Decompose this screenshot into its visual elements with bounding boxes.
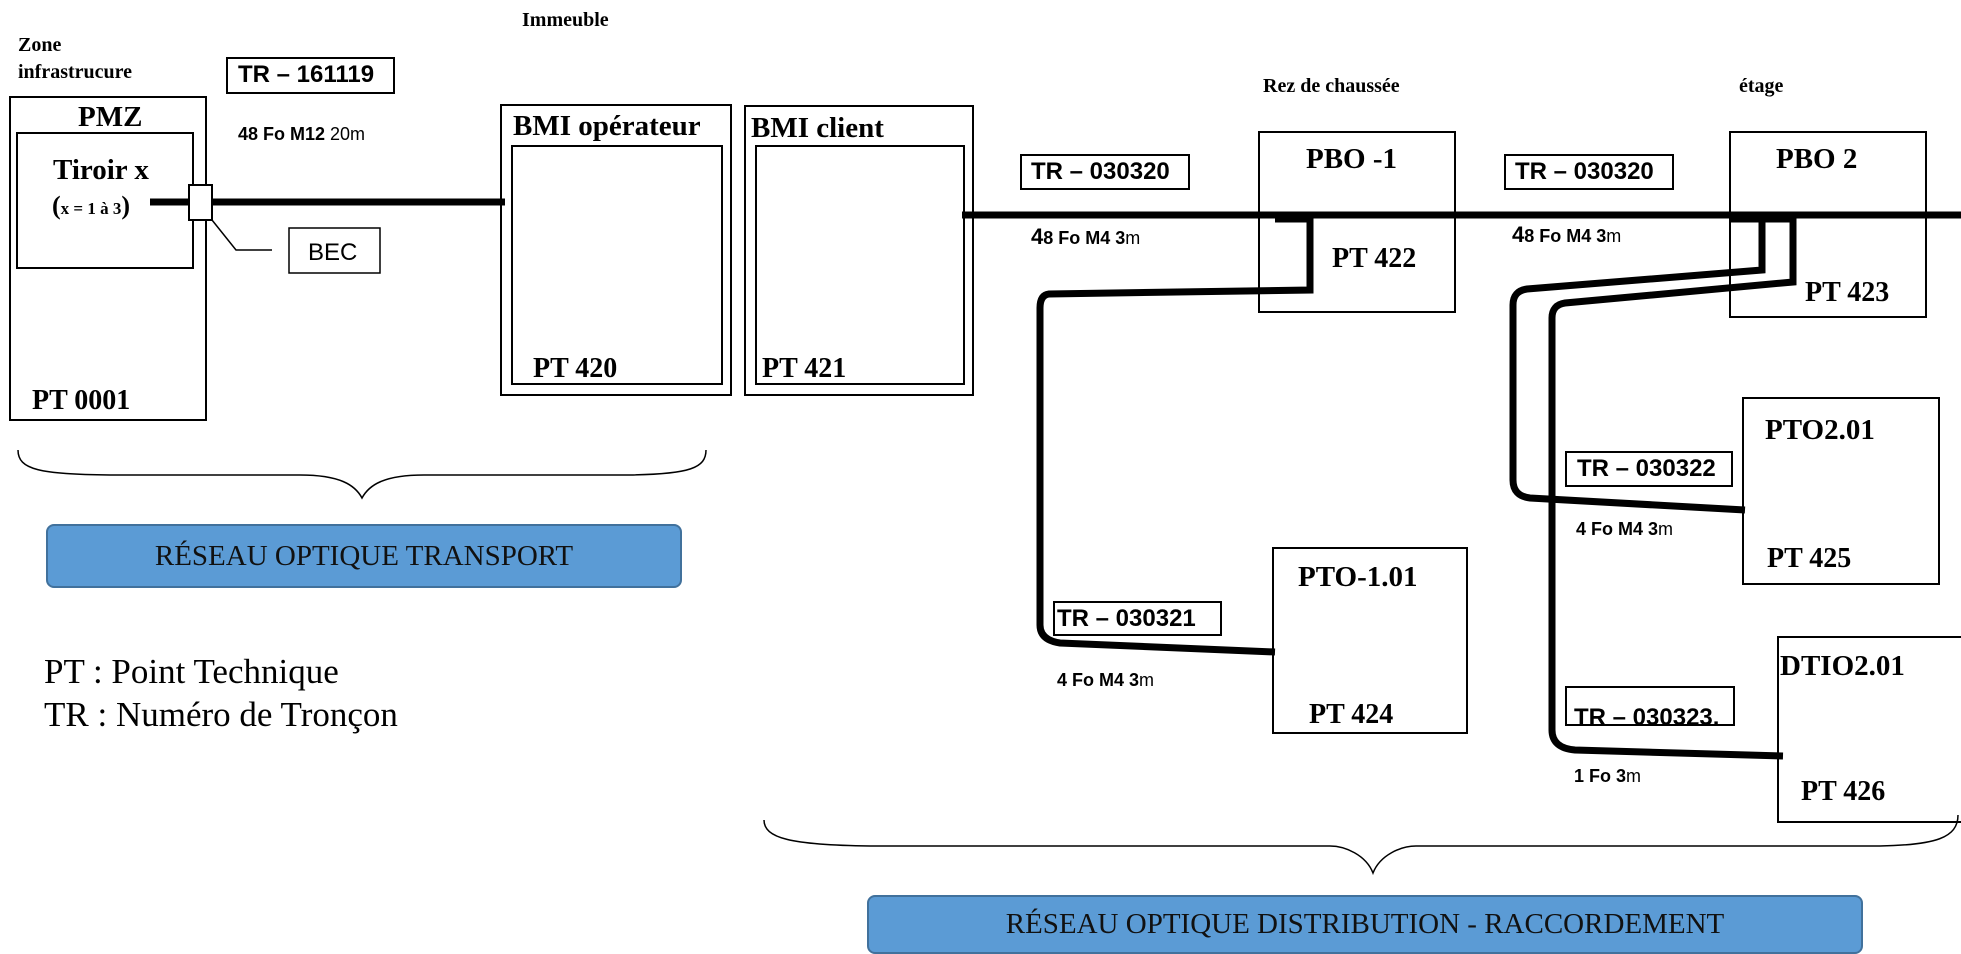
pto101-box[interactable] (1272, 547, 1468, 734)
tr-030320a-box (1020, 154, 1190, 190)
pmz-connector[interactable] (188, 184, 213, 221)
bmi-client-box[interactable] (744, 105, 974, 396)
distribution-banner[interactable]: RÉSEAU OPTIQUE DISTRIBUTION - RACCORDEME… (867, 895, 1863, 954)
tr-030322-spec: 4 Fo M4 3m (1576, 519, 1674, 539)
dtio201-box[interactable] (1777, 636, 1961, 823)
pbo1-pt: PT 422 (1332, 243, 1417, 274)
zone-label-line2: infrastrucure (18, 61, 133, 83)
bmi-operateur-box[interactable] (500, 104, 732, 396)
tr-030321-box (1053, 601, 1222, 636)
pto101-pt: PT 424 (1309, 699, 1394, 730)
tr-030320b-spec: 48 Fo M4 3m (1512, 222, 1622, 247)
tr-161119-box (226, 57, 395, 94)
pbo1-title: PBO -1 (1306, 143, 1398, 175)
tr-030321-spec: 4 Fo M4 3m (1057, 670, 1155, 690)
tr-030322-box (1565, 451, 1733, 487)
tr-030321-label: TR – 030321 (1057, 605, 1196, 632)
pbo1-box[interactable] (1258, 131, 1456, 313)
tiroir-note: (x = 1 à 3) (52, 191, 131, 220)
dtio201-pt: PT 426 (1801, 776, 1886, 807)
tr-030320a-label: TR – 030320 (1031, 158, 1170, 185)
tr-030320b-label: TR – 030320 (1515, 158, 1654, 185)
pto101-title: PTO-1.01 (1298, 561, 1418, 593)
distribution-brace (763, 814, 1959, 876)
bec-box[interactable] (288, 227, 381, 274)
tr-161119-spec: 48 Fo M12 20m (238, 124, 366, 144)
bec-label: BEC (308, 239, 358, 266)
dtio201-title: DTIO2.01 (1780, 650, 1905, 682)
tr-030323-box (1565, 686, 1735, 726)
rez-label: Rez de chaussée (1263, 75, 1400, 97)
bmi-operateur-title: BMI opérateur (513, 110, 701, 142)
pbo2-pt: PT 423 (1805, 277, 1890, 308)
etage-label: étage (1739, 75, 1784, 97)
pbo2-title: PBO 2 (1776, 143, 1858, 175)
immeuble-label: Immeuble (522, 9, 609, 31)
bmi-operateur-pt: PT 420 (533, 353, 618, 384)
pmz-title: PMZ (78, 101, 143, 133)
bmi-operateur-inner-box (511, 145, 723, 385)
tr-161119-label: TR – 161119 (238, 61, 375, 88)
pto201-box[interactable] (1742, 397, 1940, 585)
pto201-pt: PT 425 (1767, 543, 1852, 574)
tr-030323-spec: 1 Fo 3m (1574, 766, 1642, 786)
cable-pbo1-pto101[interactable] (1036, 215, 1314, 656)
tr-030322-label: TR – 030322 (1577, 455, 1716, 482)
pmz-box[interactable] (9, 96, 207, 421)
cable-pbo2-dtio201[interactable] (1548, 215, 1797, 760)
bec-connector (211, 219, 272, 251)
bmi-client-pt: PT 421 (762, 353, 847, 384)
transport-banner[interactable]: RÉSEAU OPTIQUE TRANSPORT (46, 524, 682, 588)
zone-label-line1: Zone (18, 34, 62, 56)
bmi-client-title: BMI client (751, 112, 884, 144)
pmz-pt: PT 0001 (32, 385, 131, 416)
pto201-title: PTO2.01 (1765, 414, 1875, 446)
legend-tr: TR : Numéro de Tronçon (44, 695, 398, 734)
tr-030320a-spec: 48 Fo M4 3m (1031, 224, 1141, 249)
transport-brace (17, 449, 707, 500)
tr-030320b-box (1504, 154, 1674, 190)
tiroir-title: Tiroir x (53, 154, 149, 186)
cable-pbo2-pto201[interactable] (1509, 215, 1766, 514)
legend-pt: PT : Point Technique (44, 652, 339, 691)
pbo2-box[interactable] (1729, 131, 1927, 318)
bmi-client-inner-box (755, 145, 965, 385)
tr-030323-label: TR – 030323. (1574, 704, 1720, 731)
